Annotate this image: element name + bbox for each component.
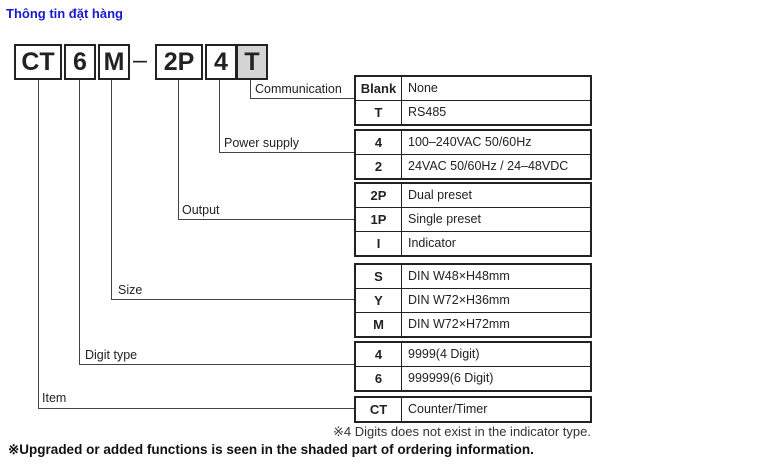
option-key: CT bbox=[356, 398, 402, 421]
option-value: DIN W72×H36mm bbox=[408, 293, 510, 307]
connector-item-h bbox=[38, 408, 354, 409]
connector-comm-v bbox=[250, 80, 251, 99]
option-value: DIN W48×H48mm bbox=[408, 269, 510, 283]
code-digit-box: 6 bbox=[64, 44, 96, 80]
note-shaded: ※Upgraded or added functions is seen in … bbox=[8, 442, 534, 457]
table-output: 2P Dual preset 1P Single preset I Indicator bbox=[354, 182, 592, 257]
option-key: T bbox=[356, 101, 402, 124]
code-power-box: 4 bbox=[205, 44, 237, 80]
table-row: 4 9999(4 Digit) bbox=[356, 343, 590, 366]
option-value: 9999(4 Digit) bbox=[408, 347, 480, 361]
option-value: Indicator bbox=[408, 236, 456, 250]
table-power-supply: 4 100–240VAC 50/60Hz 2 24VAC 50/60Hz / 24–… bbox=[354, 129, 592, 180]
connector-power-h bbox=[219, 152, 354, 153]
option-value: Counter/Timer bbox=[408, 402, 488, 416]
option-value: 24VAC 50/60Hz / 24–48VDC bbox=[408, 159, 569, 173]
option-key: Y bbox=[356, 289, 402, 312]
option-value: Dual preset bbox=[408, 188, 472, 202]
table-row: 6 999999(6 Digit) bbox=[356, 366, 590, 390]
option-value: RS485 bbox=[408, 105, 447, 119]
table-row: I Indicator bbox=[356, 231, 590, 255]
table-row: S DIN W48×H48mm bbox=[356, 265, 590, 288]
code-output-box: 2P bbox=[155, 44, 203, 80]
option-key: I bbox=[356, 232, 402, 255]
table-row: CT Counter/Timer bbox=[356, 398, 590, 421]
connector-output-v bbox=[178, 80, 179, 220]
table-row: 4 100–240VAC 50/60Hz bbox=[356, 131, 590, 154]
table-row: M DIN W72×H72mm bbox=[356, 312, 590, 336]
table-digit-type: 4 9999(4 Digit) 6 999999(6 Digit) bbox=[354, 341, 592, 392]
option-key: S bbox=[356, 265, 402, 288]
connector-size-h bbox=[111, 299, 354, 300]
connector-digit-h bbox=[79, 364, 354, 365]
option-key: 2 bbox=[356, 155, 402, 178]
option-value: 100–240VAC 50/60Hz bbox=[408, 135, 532, 149]
option-key: 4 bbox=[356, 131, 402, 154]
table-row: 1P Single preset bbox=[356, 207, 590, 231]
option-key: 4 bbox=[356, 343, 402, 366]
table-item: CT Counter/Timer bbox=[354, 396, 592, 423]
option-value: Single preset bbox=[408, 212, 481, 226]
code-dash: – bbox=[133, 46, 147, 74]
connector-item-v bbox=[38, 80, 39, 409]
table-row: Blank None bbox=[356, 77, 590, 100]
table-communication: Blank None T RS485 bbox=[354, 75, 592, 126]
table-row: T RS485 bbox=[356, 100, 590, 124]
option-key: M bbox=[356, 313, 402, 336]
page-title: Thông tin đặt hàng bbox=[6, 6, 123, 21]
code-comm-box: T bbox=[236, 44, 268, 80]
connector-digit-v bbox=[79, 80, 80, 365]
option-value: None bbox=[408, 81, 438, 95]
label-digit-type: Digit type bbox=[85, 348, 138, 362]
table-row: 2 24VAC 50/60Hz / 24–48VDC bbox=[356, 154, 590, 178]
code-size-box: M bbox=[98, 44, 130, 80]
option-value: DIN W72×H72mm bbox=[408, 317, 510, 331]
table-row: Y DIN W72×H36mm bbox=[356, 288, 590, 312]
connector-output-h bbox=[178, 219, 354, 220]
label-size: Size bbox=[118, 283, 143, 297]
label-communication: Communication bbox=[255, 82, 342, 96]
option-key: 2P bbox=[356, 184, 402, 207]
option-value: 999999(6 Digit) bbox=[408, 371, 494, 385]
table-row: 2P Dual preset bbox=[356, 184, 590, 207]
label-power-supply: Power supply bbox=[224, 136, 300, 150]
connector-power-v bbox=[219, 80, 220, 153]
option-key: 6 bbox=[356, 367, 402, 390]
label-item: Item bbox=[42, 391, 67, 405]
option-key: Blank bbox=[356, 77, 402, 100]
note-digits: ※4 Digits does not exist in the indicato… bbox=[332, 424, 591, 439]
option-key: 1P bbox=[356, 208, 402, 231]
table-size: S DIN W48×H48mm Y DIN W72×H36mm M DIN W72×H… bbox=[354, 263, 592, 338]
connector-comm-h bbox=[250, 98, 354, 99]
label-output: Output bbox=[182, 203, 220, 217]
connector-size-v bbox=[111, 80, 112, 300]
code-item-box: CT bbox=[14, 44, 62, 80]
